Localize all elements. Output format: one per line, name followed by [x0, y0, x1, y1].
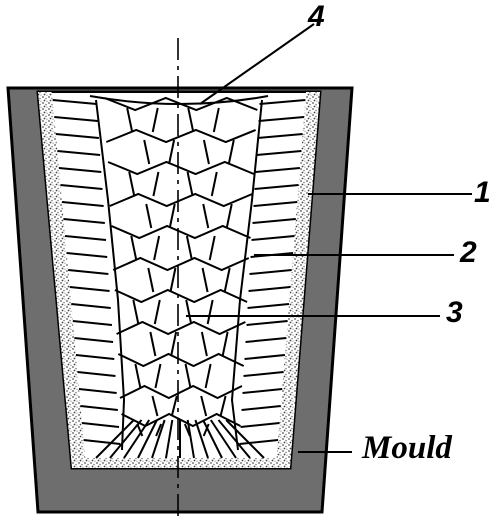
label-zone-2: 2: [460, 238, 477, 268]
label-zone-1: 1: [474, 178, 491, 208]
label-zone-3: 3: [446, 298, 463, 328]
label-mould: Mould: [362, 432, 452, 465]
label-zone-4: 4: [308, 2, 325, 32]
